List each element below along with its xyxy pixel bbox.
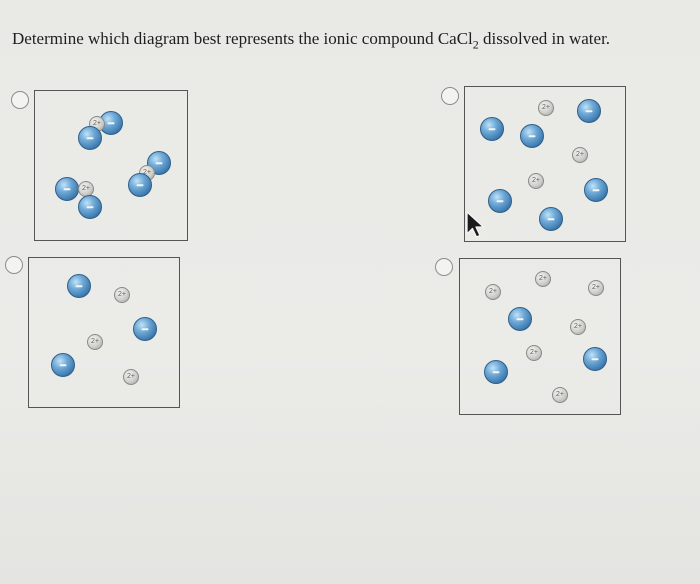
chloride-ion (488, 189, 512, 213)
calcium-ion: 2+ (570, 319, 586, 335)
chloride-ion (133, 317, 157, 341)
diagram-d: 2+ 2+ 2+ 2+ 2+ 2+ (459, 258, 621, 415)
question-prefix: Determine which diagram best represents … (12, 29, 438, 48)
calcium-ion: 2+ (538, 100, 554, 116)
calcium-ion: 2+ (588, 280, 604, 296)
chloride-ion (508, 307, 532, 331)
option-c-radio[interactable] (5, 256, 23, 274)
chloride-ion (520, 124, 544, 148)
chloride-ion (128, 173, 152, 197)
option-b-radio[interactable] (441, 87, 459, 105)
chloride-ion (55, 177, 79, 201)
question-text: Determine which diagram best represents … (12, 29, 610, 52)
formula-subscript: 2 (472, 37, 479, 52)
calcium-ion: 2+ (485, 284, 501, 300)
calcium-ion: 2+ (123, 369, 139, 385)
calcium-ion: 2+ (526, 345, 542, 361)
option-d-radio[interactable] (435, 258, 453, 276)
diagram-b: 2+ 2+ 2+ (464, 86, 626, 242)
chloride-ion (583, 347, 607, 371)
chloride-ion (51, 353, 75, 377)
calcium-ion: 2+ (114, 287, 130, 303)
chloride-ion (584, 178, 608, 202)
calcium-ion: 2+ (87, 334, 103, 350)
diagram-c: 2+ 2+ 2+ (28, 257, 180, 408)
chloride-ion (78, 126, 102, 150)
calcium-ion: 2+ (572, 147, 588, 163)
diagram-a: 2+ 2+ 2+ (34, 90, 188, 241)
calcium-ion: 2+ (535, 271, 551, 287)
option-a-radio[interactable] (11, 91, 29, 109)
chloride-ion (78, 195, 102, 219)
question-suffix: dissolved in water. (478, 29, 611, 48)
chloride-ion (577, 99, 601, 123)
chloride-ion (484, 360, 508, 384)
chloride-ion (67, 274, 91, 298)
chloride-ion (539, 207, 563, 231)
calcium-ion: 2+ (552, 387, 568, 403)
mouse-pointer-icon (464, 210, 488, 245)
calcium-ion: 2+ (528, 173, 544, 189)
chloride-ion (480, 117, 504, 141)
formula-main: CaCl (437, 29, 473, 48)
